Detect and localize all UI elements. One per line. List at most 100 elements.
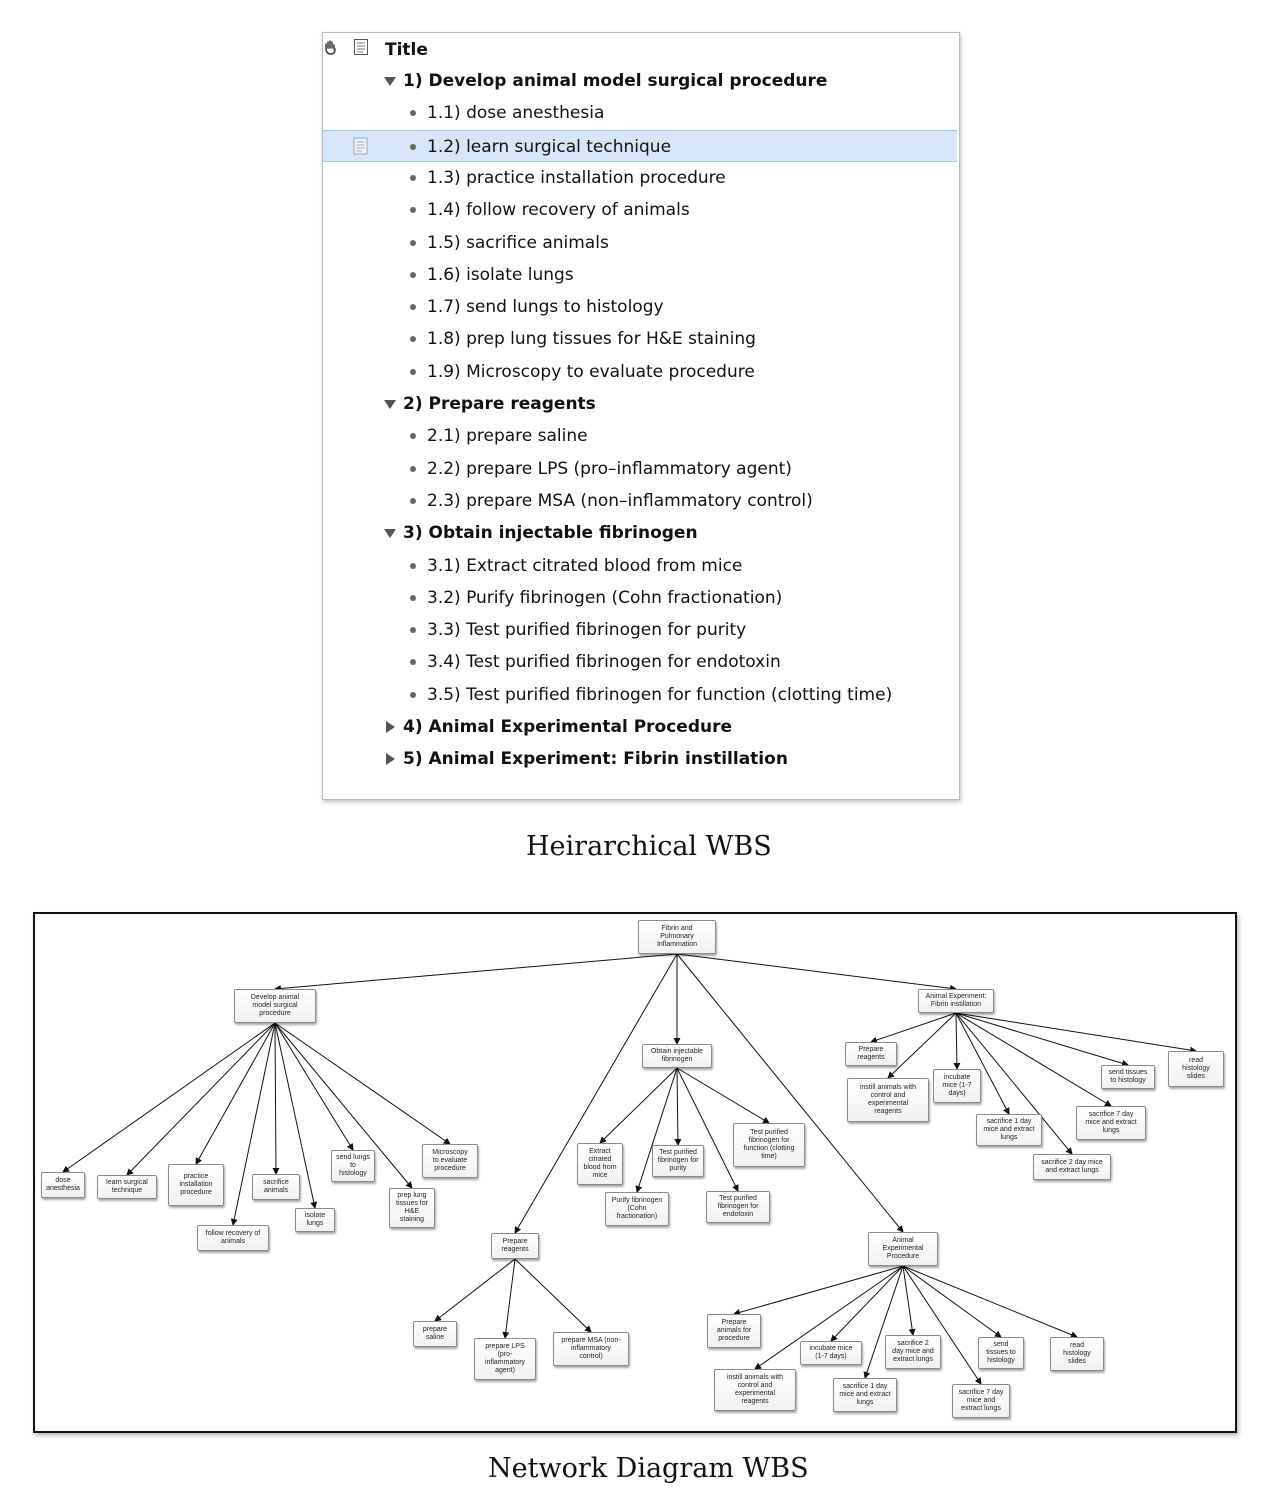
outline-task-row[interactable]: 1.4) follow recovery of animals xyxy=(323,194,957,226)
outline-group-row[interactable]: 1) Develop animal model surgical procedu… xyxy=(323,65,957,97)
outline-task-row[interactable]: 3.4) Test purified fibrinogen for endoto… xyxy=(323,646,957,678)
diagram-node-prep[interactable]: Prepare reagents xyxy=(491,1233,539,1259)
diagram-node-d1[interactable]: dose anesthesia xyxy=(41,1172,85,1198)
outline-row-label: 1.5) sacrifice animals xyxy=(427,232,609,253)
bullet-icon xyxy=(410,562,416,569)
outline-task-row[interactable]: 1.9) Microscopy to evaluate procedure xyxy=(323,356,957,388)
outline-task-row[interactable]: 1.6) isolate lungs xyxy=(323,259,957,291)
disclosure-collapsed-icon[interactable] xyxy=(386,753,395,766)
bullet-icon xyxy=(410,271,416,278)
outline-task-row[interactable]: 3.3) Test purified fibrinogen for purity xyxy=(323,614,957,646)
diagram-node-a5[interactable]: sacrifice 2 day mice and extract lungs xyxy=(885,1335,941,1369)
diagram-node-a1[interactable]: Prepare animals for procedure xyxy=(707,1314,761,1348)
outline-task-row[interactable]: 1.1) dose anesthesia xyxy=(323,97,957,129)
outline-panel: Title 1) Develop animal model surgical p… xyxy=(322,32,960,800)
outline-group-row[interactable]: 4) Animal Experimental Procedure xyxy=(323,711,957,743)
outline-group-row[interactable]: 5) Animal Experiment: Fibrin instillatio… xyxy=(323,743,957,775)
outline-task-row[interactable]: 3.1) Extract citrated blood from mice xyxy=(323,550,957,582)
diagram-node-p1[interactable]: prepare saline xyxy=(413,1321,457,1347)
diagram-node-d6[interactable]: isolate lungs xyxy=(295,1208,335,1232)
bullet-icon xyxy=(410,627,416,634)
outline-group-row[interactable]: 3) Obtain injectable fibrinogen xyxy=(323,517,957,549)
edge-obtain-o2 xyxy=(635,1067,678,1193)
diagram-node-d8[interactable]: prep lung tissues for H&E staining xyxy=(389,1188,435,1228)
outline-group-row[interactable]: 2) Prepare reagents xyxy=(323,388,957,420)
diagram-node-exp5[interactable]: Animal Experiment: Fibrin instillation xyxy=(918,989,994,1013)
outline-task-row[interactable]: 1.7) send lungs to histology xyxy=(323,291,957,323)
outline-task-row[interactable]: 2.1) prepare saline xyxy=(323,420,957,452)
diagram-node-d7[interactable]: send lungs to histology xyxy=(331,1150,375,1182)
diagram-node-e8[interactable]: read histology slides xyxy=(1168,1051,1224,1087)
diagram-node-d3[interactable]: practice installation procedure xyxy=(168,1164,224,1206)
note-icon[interactable] xyxy=(353,38,369,56)
diagram-node-e1[interactable]: Prepare reagents xyxy=(845,1042,897,1066)
diagram-node-a4[interactable]: sacrifice 1 day mice and extract lungs xyxy=(833,1378,897,1412)
diagram-node-d4[interactable]: follow recovery of animals xyxy=(197,1225,269,1251)
diagram-node-a2[interactable]: instill animals with control and experim… xyxy=(714,1369,796,1411)
outline-row-label: 2.1) prepare saline xyxy=(427,426,588,447)
bullet-icon xyxy=(410,368,416,375)
diagram-node-a7[interactable]: send tissues to histology xyxy=(978,1337,1024,1369)
outline-task-row[interactable]: 3.5) Test purified fibrinogen for functi… xyxy=(323,679,957,711)
diagram-node-obtain[interactable]: Obtain injectable fibrinogen xyxy=(642,1044,712,1068)
edge-root-proc4 xyxy=(676,953,904,1233)
edge-proc4-a3 xyxy=(830,1265,904,1342)
bullet-icon xyxy=(410,207,416,214)
outline-row-label: 1.4) follow recovery of animals xyxy=(427,200,690,221)
edge-proc4-a5 xyxy=(902,1265,916,1336)
diagram-node-a6[interactable]: sacrifice 7 day mice and extract lungs xyxy=(952,1384,1010,1418)
outline-row-label: 1.6) isolate lungs xyxy=(427,264,574,285)
disclosure-expanded-icon[interactable] xyxy=(384,529,396,539)
column-title[interactable]: Title xyxy=(385,40,428,60)
diagram-node-e2[interactable]: instill animals with control and experim… xyxy=(847,1078,929,1122)
edge-dev-d7 xyxy=(274,1022,354,1151)
edge-exp5-e5 xyxy=(955,1012,1073,1155)
diagram-node-o1[interactable]: Extract citrated blood from mice xyxy=(577,1143,623,1185)
diagram-node-e6[interactable]: sacrifice 7 day mice and extract lungs xyxy=(1076,1106,1146,1140)
diagram-node-proc4[interactable]: Animal Experimental Procedure xyxy=(868,1232,938,1266)
diagram-node-o3[interactable]: Test purified fibrinogen for purity xyxy=(652,1145,704,1177)
note-icon[interactable] xyxy=(353,137,368,155)
edge-exp5-e1 xyxy=(870,1012,957,1044)
diagram-node-o4[interactable]: Test purified fibrinogen for endotoxin xyxy=(706,1191,770,1223)
edge-dev-d6 xyxy=(274,1022,318,1209)
diagram-node-p3[interactable]: prepare MSA (non- inflammatory control) xyxy=(553,1332,629,1366)
diagram-edges xyxy=(62,953,1197,1385)
hand-icon[interactable] xyxy=(323,39,339,55)
diagram-node-o5[interactable]: Test purified fibrinogen for function (c… xyxy=(733,1123,805,1167)
diagram-node-e7[interactable]: send tissues to histology xyxy=(1101,1065,1155,1089)
outline-task-row[interactable]: 2.2) prepare LPS (pro–inflammatory agent… xyxy=(323,453,957,485)
diagram-node-p2[interactable]: prepare LPS (pro- inflammatory agent) xyxy=(474,1338,536,1380)
diagram-node-e3[interactable]: incubate mice (1-7 days) xyxy=(933,1069,981,1103)
diagram-node-d2[interactable]: learn surgical technique xyxy=(97,1175,157,1199)
outline-task-row[interactable]: 2.3) prepare MSA (non–inflammatory contr… xyxy=(323,485,957,517)
diagram-node-e5[interactable]: sacrifice 2 day mice and extract lungs xyxy=(1033,1154,1111,1180)
outline-task-row[interactable]: 3.2) Purify fibrinogen (Cohn fractionati… xyxy=(323,582,957,614)
disclosure-collapsed-icon[interactable] xyxy=(386,721,395,733)
outline-task-row[interactable]: 1.2) learn surgical technique xyxy=(323,129,957,162)
bullet-icon xyxy=(410,336,416,343)
diagram-node-e4[interactable]: sacrifice 1 day mice and extract lungs xyxy=(976,1114,1042,1146)
outline-row-label: 3.3) Test purified fibrinogen for purity xyxy=(427,620,747,641)
edge-root-exp5 xyxy=(676,953,957,992)
edge-dev-d4 xyxy=(230,1022,276,1226)
edge-root-dev xyxy=(274,953,678,992)
diagram-node-a3[interactable]: incubate mice (1-7 days) xyxy=(800,1341,862,1365)
outline-task-row[interactable]: 1.3) practice installation procedure xyxy=(323,162,957,194)
diagram-node-dev[interactable]: Develop animal model surgical procedure xyxy=(234,989,316,1023)
edge-exp5-e7 xyxy=(955,1012,1129,1067)
outline-task-row[interactable]: 1.8) prep lung tissues for H&E staining xyxy=(323,323,957,355)
outline-row-label: 5) Animal Experiment: Fibrin instillatio… xyxy=(403,749,788,770)
bullet-icon xyxy=(410,239,416,246)
outline-task-row[interactable]: 1.5) sacrifice animals xyxy=(323,227,957,259)
edge-dev-d1 xyxy=(62,1022,276,1173)
diagram-node-d9[interactable]: Microscopy to evaluate procedure xyxy=(422,1144,478,1178)
diagram-node-root[interactable]: Fibrin and Pulmonary Inflammation xyxy=(638,920,716,954)
outline-row-label: 3.5) Test purified fibrinogen for functi… xyxy=(427,684,893,705)
diagram-node-a8[interactable]: read histology slides xyxy=(1050,1337,1104,1371)
disclosure-expanded-icon[interactable] xyxy=(384,77,396,86)
diagram-node-o2[interactable]: Purify fibrinogen (Cohn fractionation) xyxy=(605,1192,669,1226)
diagram-node-d5[interactable]: sacrifice animals xyxy=(252,1174,300,1200)
disclosure-expanded-icon[interactable] xyxy=(384,400,396,409)
edge-dev-d3 xyxy=(195,1022,276,1165)
